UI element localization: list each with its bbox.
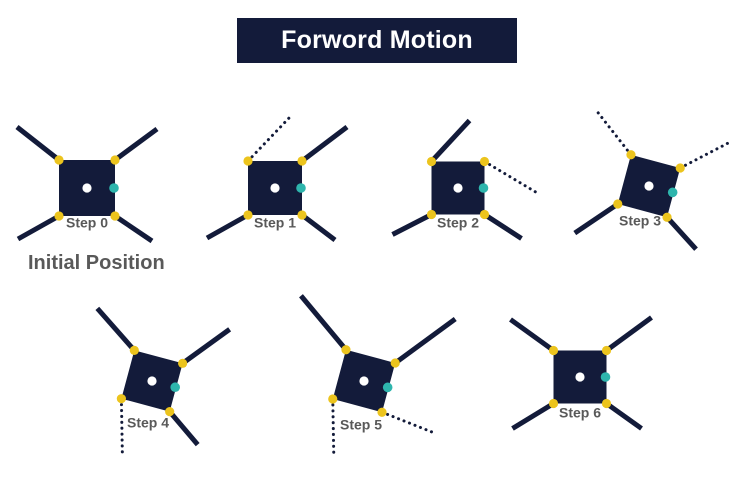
joint-dot-tr [601,345,612,356]
joint-dot-bl [243,210,253,220]
center-dot [82,183,92,193]
robot-step-1: Step 1 [205,115,349,242]
leg-bl-dotted [331,397,336,456]
leg-bl-solid [573,201,620,236]
front-marker-dot [667,187,678,198]
initial-position-label: Initial Position [28,252,165,274]
joint-dot-tl [243,156,253,166]
step-label: Step 4 [127,415,169,431]
center-dot [453,183,463,193]
leg-tr-solid [300,125,349,163]
robot-step-2: Step 2 [391,118,538,241]
robot-step-5: Step 5 [299,294,457,456]
joint-dot-br [110,211,120,221]
leg-tr-dotted [483,160,538,194]
leg-br-solid [665,215,698,251]
leg-bl-solid [511,401,555,431]
robot-step-4: Step 4 [95,306,232,457]
title-banner: Forword Motion [237,18,517,63]
robot-step-0: Step 0 [15,125,159,244]
joint-dot-br [377,407,387,417]
joint-dot-tr [297,156,307,166]
leg-bl-dotted [119,397,124,457]
leg-tr-dotted [678,140,732,170]
joint-dot-tr [479,156,490,167]
leg-tr-solid [393,316,457,365]
joint-dot-bl [116,394,126,404]
leg-tl-solid [429,118,472,164]
robot-step-6: Step 6 [509,315,653,431]
joint-dot-br [662,212,672,222]
front-marker-dot [382,382,393,393]
step-label: Step 6 [559,405,601,421]
center-dot [359,376,369,386]
robot-step-3: Step 3 [573,107,732,251]
step-label: Step 5 [340,417,382,433]
step-label: Step 2 [437,215,479,231]
joint-dot-bl [548,398,559,409]
center-dot [270,183,280,193]
joint-dot-tr [390,358,400,368]
front-marker-dot [478,183,489,193]
leg-tl-dotted [593,107,633,157]
joint-dot-bl [54,211,64,221]
leg-br-solid [483,212,523,241]
step-label: Step 1 [254,215,296,231]
leg-tl-dotted [246,115,292,163]
leg-tl-solid [15,125,61,162]
leg-tr-solid [181,327,232,366]
leg-bl-solid [205,212,250,241]
leg-tr-solid [605,315,653,353]
joint-dot-bl [426,209,437,220]
joint-dot-bl [328,394,338,404]
leg-br-solid [113,213,154,244]
center-dot [644,181,654,191]
leg-tl-solid [509,317,555,353]
leg-br-solid [300,213,337,242]
front-marker-dot [600,372,611,382]
joint-dot-br [601,398,612,409]
center-dot [575,372,585,382]
joint-dot-tr [178,358,188,368]
leg-br-solid [605,401,643,431]
front-marker-dot [296,183,306,193]
joint-dot-br [165,407,175,417]
joint-dot-tl [626,150,636,160]
joint-dot-tl [341,345,351,355]
step-label: Step 3 [619,213,661,229]
joint-dot-tl [426,156,437,167]
joint-dot-tr [110,155,120,165]
leg-tl-solid [95,306,137,353]
page-title: Forword Motion [281,26,473,54]
joint-dot-tl [54,155,64,165]
joint-dot-br [479,209,490,220]
leg-br-solid [167,410,200,447]
leg-tl-solid [299,294,348,352]
leg-bl-solid [391,212,433,237]
joint-dot-tl [129,345,139,355]
front-marker-dot [109,183,119,193]
joint-dot-tr [675,163,685,173]
joint-dot-tl [548,345,559,356]
leg-bl-solid [16,213,61,242]
joint-dot-bl [613,199,623,209]
leg-tr-solid [113,126,159,163]
front-marker-dot [170,382,180,393]
joint-dot-br [297,210,307,220]
step-label: Step 0 [66,215,108,231]
leg-br-dotted [380,410,437,435]
center-dot [147,376,157,386]
